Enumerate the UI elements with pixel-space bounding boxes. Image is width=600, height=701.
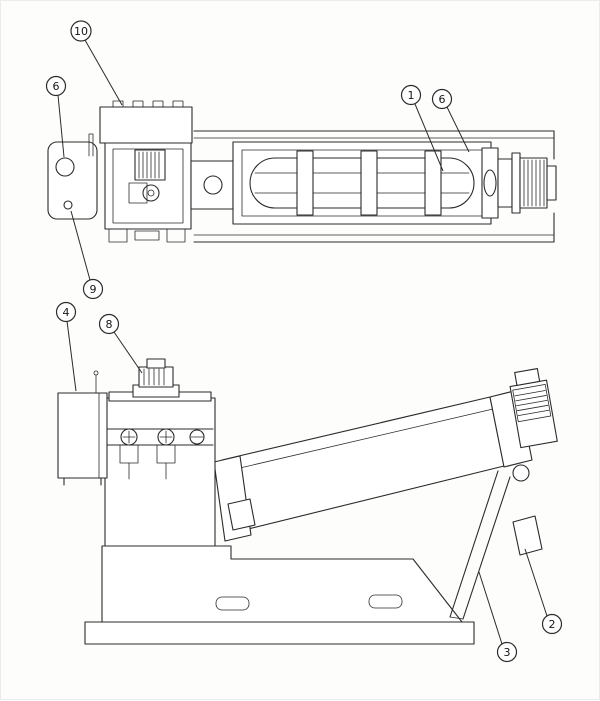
svg-text:3: 3	[504, 646, 511, 659]
callout-9: 9	[70, 210, 104, 300]
svg-text:6: 6	[439, 93, 446, 106]
mounting-flange	[47, 133, 98, 220]
svg-text:10: 10	[74, 25, 88, 38]
base-plate	[84, 621, 475, 645]
control-panel	[57, 392, 108, 486]
svg-text:8: 8	[106, 318, 113, 331]
valve	[157, 428, 175, 446]
callout-6-top-right: 6	[431, 88, 470, 153]
frame-rails	[193, 130, 555, 243]
svg-text:6: 6	[53, 80, 60, 93]
skid-frame	[101, 545, 463, 623]
callout-10: 10	[70, 20, 123, 106]
callout-1: 1	[400, 84, 444, 172]
drive-motor-side	[509, 368, 558, 449]
callout-6-top-left: 6	[45, 75, 67, 158]
gearbox-housing	[99, 100, 193, 144]
valve	[120, 428, 138, 446]
callouts: 10 6 9 1 6 4 8	[45, 20, 563, 663]
svg-text:1: 1	[408, 89, 415, 102]
svg-text:9: 9	[90, 283, 97, 296]
support-foot	[512, 515, 543, 556]
hopper-column	[104, 391, 216, 547]
callout-3: 3	[478, 571, 518, 663]
end-bearing-and-motor	[481, 147, 557, 219]
top-view	[47, 100, 557, 243]
inclined-drum	[213, 389, 533, 542]
valve	[189, 429, 205, 445]
callout-4: 4	[55, 301, 77, 392]
side-view	[57, 358, 558, 645]
screen-basket	[232, 141, 492, 225]
callout-2: 2	[524, 548, 563, 635]
support-strut	[449, 470, 511, 620]
svg-text:4: 4	[63, 306, 70, 319]
top-gear-motor	[132, 358, 180, 398]
svg-text:2: 2	[549, 618, 556, 631]
drive-motor-top	[104, 142, 192, 243]
coupling	[190, 160, 234, 210]
callout-8: 8	[98, 313, 143, 374]
